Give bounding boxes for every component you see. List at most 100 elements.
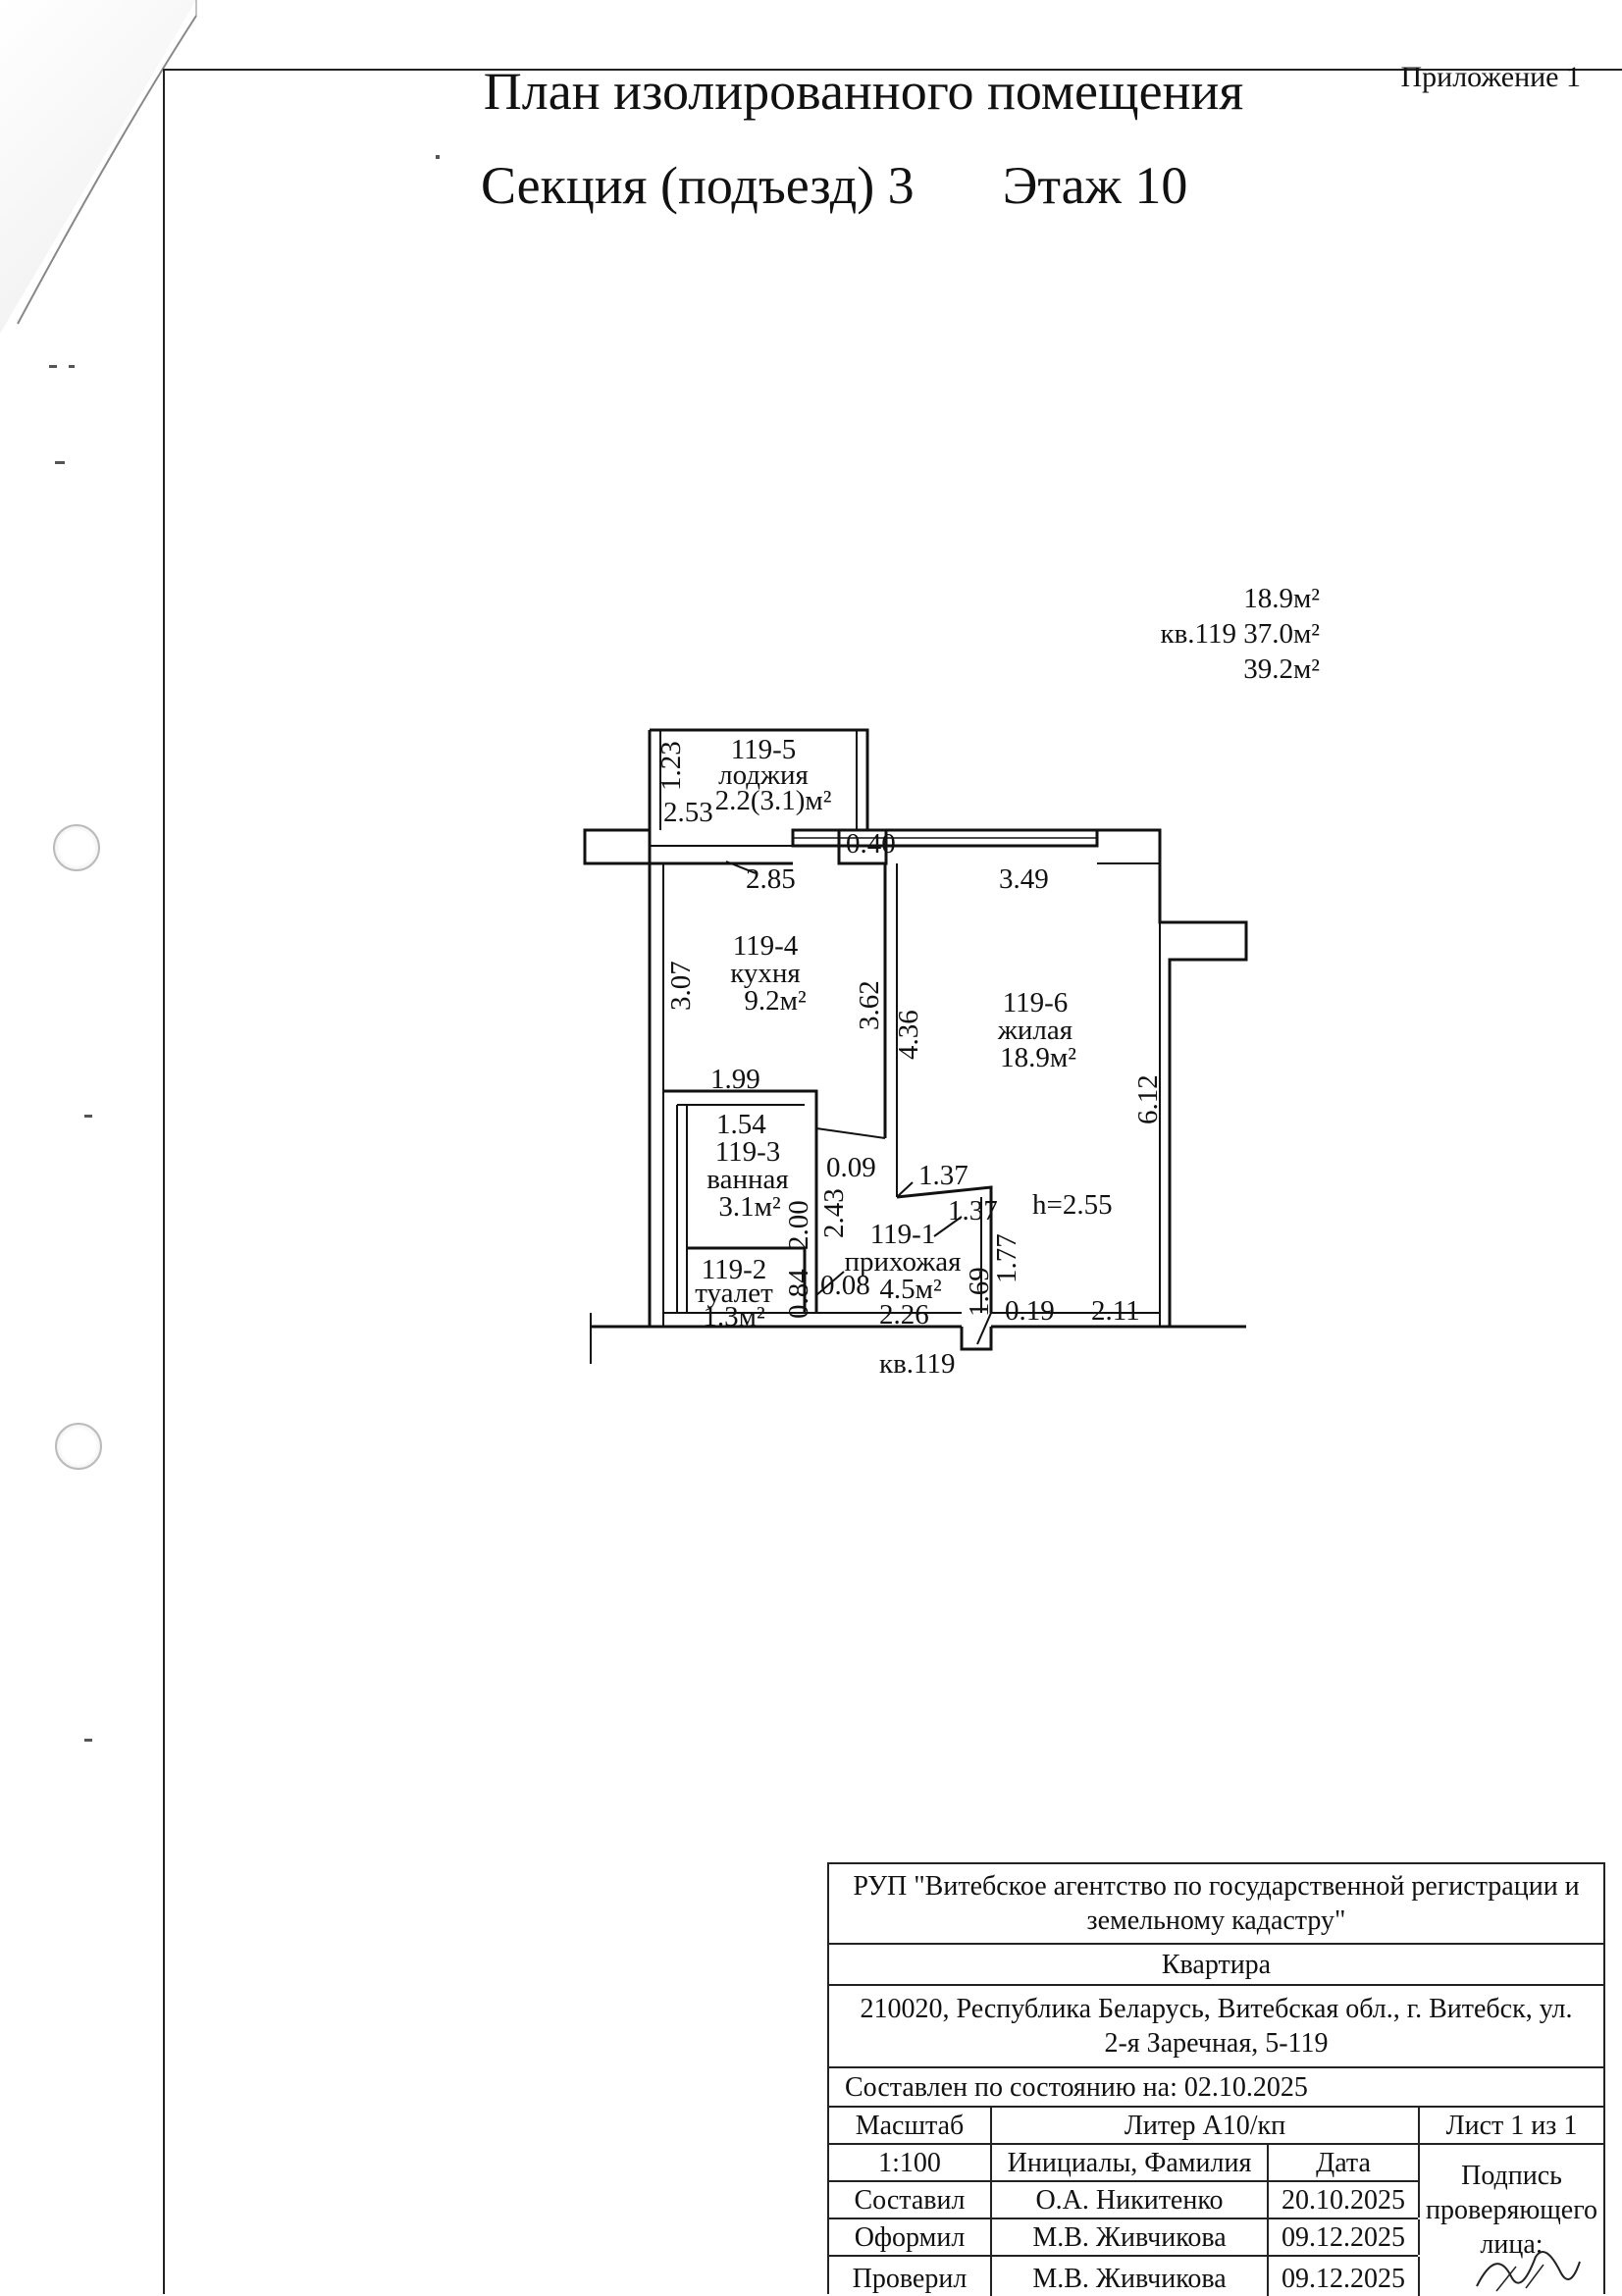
entrance-label: кв.119 — [879, 1348, 956, 1380]
page-curl-edge — [17, 0, 197, 325]
apartment-total-row: кв.119 37.0м² — [1160, 616, 1320, 652]
frame-top-border — [163, 69, 1622, 71]
dim-window-gap: 0.40 — [846, 828, 896, 860]
stamp-signature-cell: Подпись проверяющего лица: — [1425, 2161, 1598, 2260]
stamp-row: Оформил М.В. Живчикова 09.12.2025 — [829, 2219, 1420, 2257]
dim-bath-width: 1.54 — [716, 1109, 766, 1140]
dim-partition-a: 3.62 — [854, 980, 885, 1030]
scan-speck — [49, 365, 57, 368]
scan-speck — [69, 365, 75, 368]
stamp-address-row: 210020, Республика Беларусь, Витебская о… — [829, 1986, 1603, 2068]
dim-living-width: 3.49 — [999, 863, 1049, 895]
stamp-object-type: Квартира — [1161, 1949, 1272, 1980]
hallway-area: 4.5м² — [879, 1274, 942, 1305]
bathroom-id: 119-3 — [714, 1136, 781, 1168]
dim-kitchen-width: 2.85 — [746, 863, 796, 895]
ceiling-height: h=2.55 — [1032, 1189, 1113, 1221]
hallway-name: прихожая — [844, 1246, 962, 1278]
dim-entry-width: 2.11 — [1091, 1295, 1140, 1327]
stamp-role: Проверил — [829, 2257, 992, 2296]
scan-speck — [55, 461, 65, 464]
stamp-object-row: Квартира — [829, 1945, 1603, 1986]
area-summary: 18.9м² кв.119 37.0м² 39.2м² — [1160, 581, 1320, 687]
living-name: жилая — [997, 1015, 1073, 1046]
stamp-scale-row: Масштаб Литер А10/кп Лист 1 из 1 — [829, 2108, 1603, 2145]
kitchen-name: кухня — [730, 958, 801, 989]
stamp-initials-header: Инициалы, Фамилия — [992, 2145, 1269, 2182]
dim-hall-c: 1.69 — [964, 1267, 995, 1317]
stamp-name: М.В. Живчикова — [992, 2219, 1269, 2255]
dim-step-a: 0.09 — [826, 1152, 876, 1183]
signature-scribble-icon — [1476, 2251, 1581, 2292]
stamp-address-line2: 2-я Заречная, 5-119 — [1104, 2028, 1329, 2059]
stamp-name: О.А. Никитенко — [992, 2182, 1269, 2218]
toilet-id: 119-2 — [701, 1254, 767, 1285]
frame-left-border — [163, 69, 165, 2294]
stamp-role: Составил — [829, 2182, 992, 2218]
dim-loggia-width: 2.53 — [663, 797, 713, 828]
total-with-loggia: 39.2м² — [1243, 653, 1320, 685]
punch-hole — [53, 824, 100, 871]
living-area-label: 18.9м² — [1000, 1042, 1076, 1073]
stamp-row: Проверил М.В. Живчикова 09.12.2025 — [829, 2257, 1420, 2296]
bathroom-walls — [663, 1089, 818, 1236]
dim-kitchen-depth: 3.07 — [665, 961, 697, 1011]
wall-segment — [583, 828, 652, 865]
page-title: План изолированного помещения — [483, 62, 1244, 121]
scan-speck — [84, 1739, 92, 1742]
scan-speck — [436, 155, 440, 159]
stamp-date: 09.12.2025 — [1269, 2219, 1420, 2255]
living-id: 119-6 — [1002, 987, 1069, 1018]
dim-bath-depth: 2.43 — [818, 1188, 850, 1238]
living-area: 18.9м² — [1243, 583, 1320, 614]
loggia-area: 2.2(3.1)м² — [714, 785, 832, 816]
toilet-area: 1.3м² — [703, 1301, 765, 1332]
dim-partition-b: 4.36 — [893, 1010, 924, 1060]
right-wall — [1097, 828, 1248, 1327]
toilet-name: туалет — [695, 1278, 773, 1309]
dim-toilet-width: 0.84 — [783, 1269, 814, 1319]
stamp-org-row: РУП "Витебское агентство по государствен… — [829, 1864, 1603, 1945]
hallway-closet — [896, 1185, 993, 1313]
dim-living-depth: 6.12 — [1132, 1074, 1164, 1124]
dim-hall-b: 1.37 — [948, 1195, 998, 1226]
total-area: 37.0м² — [1243, 618, 1320, 650]
toilet-walls — [687, 1246, 807, 1313]
loggia-id: 119-5 — [730, 734, 797, 765]
stamp-liter: Литер А10/кп — [992, 2108, 1420, 2143]
floor-label: Этаж 10 — [1002, 156, 1188, 215]
loggia-name: лоджия — [718, 759, 809, 791]
stamp-role: Оформил — [829, 2219, 992, 2255]
dim-door-gap: 0.19 — [1005, 1295, 1055, 1327]
kitchen-area: 9.2м² — [744, 985, 807, 1017]
hallway-id: 119-1 — [869, 1219, 936, 1250]
stamp-scale-label: Масштаб — [829, 2108, 992, 2143]
entrance-door — [960, 1327, 993, 1351]
stamp-address-line1: 210020, Республика Беларусь, Витебская о… — [860, 1994, 1573, 2024]
stamp-sheet: Лист 1 из 1 — [1445, 2110, 1578, 2141]
stamp-date: 09.12.2025 — [1269, 2257, 1420, 2296]
stamp-scale-value: 1:100 — [829, 2145, 992, 2182]
stamp-organization: РУП "Витебское агентство по государствен… — [853, 1871, 1580, 1936]
annex-label: Приложение 1 — [1400, 61, 1581, 93]
page-subtitle: Секция (подъезд) 3 Этаж 10 — [481, 155, 1187, 216]
stamp-date-row: Составлен по состоянию на: 02.10.2025 — [829, 2068, 1603, 2108]
dim-bath-top: 1.99 — [710, 1064, 760, 1095]
title-block: РУП "Витебское агентство по государствен… — [827, 1862, 1605, 2296]
bathroom-name: ванная — [706, 1164, 789, 1195]
stamp-row: Составил О.А. Никитенко 20.10.2025 — [829, 2182, 1420, 2219]
dim-hall-width: 2.26 — [879, 1299, 929, 1331]
dim-hall-a: 1.37 — [918, 1160, 968, 1191]
loggia-walls — [648, 728, 869, 830]
section-label: Секция (подъезд) 3 — [481, 156, 915, 215]
stamp-address: 210020, Республика Беларусь, Витебская о… — [829, 1986, 1603, 2066]
dim-hall-depth: 1.77 — [991, 1233, 1022, 1283]
stamp-date: 20.10.2025 — [1269, 2182, 1420, 2218]
kitchen-id: 119-4 — [732, 930, 799, 962]
stamp-name: М.В. Живчикова — [992, 2257, 1269, 2296]
punch-hole — [55, 1423, 102, 1470]
stamp-state-date: Составлен по состоянию на: 02.10.2025 — [845, 2071, 1308, 2103]
scan-speck — [84, 1115, 92, 1118]
bathroom-area: 3.1м² — [718, 1191, 781, 1223]
